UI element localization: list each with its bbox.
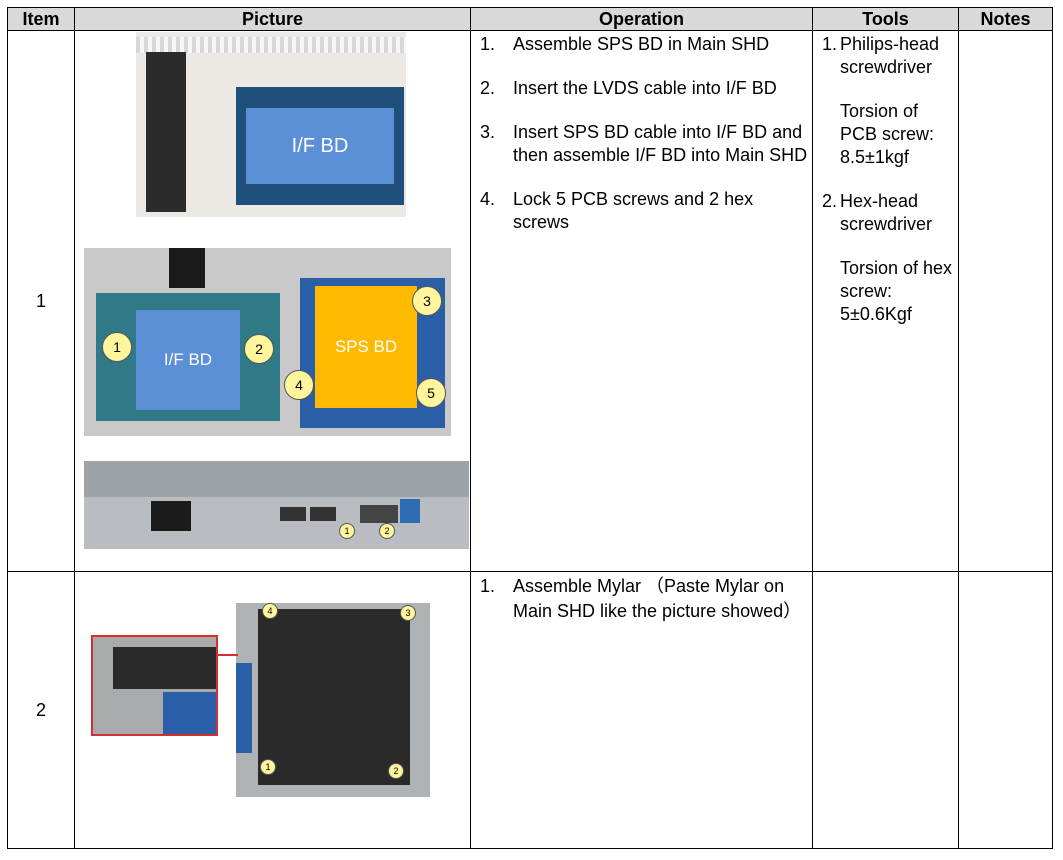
tool-item: 2.Hex-head screwdriver — [822, 191, 933, 234]
picture-cell: I/F BD I/F BD SPS BD 1 2 3 4 5 — [74, 30, 471, 572]
header-operation: Operation — [470, 7, 813, 31]
tool-torsion-spec: Torsion of PCB screw: 8.5±1kgf — [840, 101, 935, 167]
operation-step: 3.Insert SPS BD cable into I/F BD and th… — [480, 122, 808, 165]
notes-cell — [958, 30, 1053, 572]
tools-cell — [812, 571, 959, 849]
table-row: 1 I/F BD I/F BD SPS BD 1 2 — [7, 30, 1053, 572]
detail-pointer-line — [216, 654, 238, 656]
header-tools: Tools — [812, 7, 959, 31]
mylar-corner-callout: 2 — [388, 763, 404, 779]
item-number: 1 — [7, 30, 75, 572]
operation-cell: 1.Assemble SPS BD in Main SHD 2.Insert t… — [470, 30, 813, 572]
assembly-table: Item Picture Operation Tools Notes 1 I/F… — [7, 7, 1053, 849]
item-number: 2 — [7, 571, 75, 849]
tool-torsion-spec: Torsion of hex screw: 5±0.6Kgf — [840, 258, 953, 324]
tools-cell: 1.Philips-head screwdriver Torsion of PC… — [812, 30, 959, 572]
if-bd-board-label: I/F BD — [136, 310, 240, 410]
mylar-corner-callout: 1 — [260, 759, 276, 775]
photo-boards-in-shield: I/F BD SPS BD 1 2 3 4 5 — [84, 248, 451, 436]
if-bd-label: I/F BD — [246, 108, 394, 184]
photo-rear-io: 1 2 — [84, 461, 469, 549]
table-row: 2 4 3 1 2 1.Assemble Mylar （Pas — [7, 571, 1053, 849]
sps-bd-board-label: SPS BD — [315, 286, 417, 408]
header-notes: Notes — [958, 7, 1053, 31]
screw-callout: 5 — [416, 378, 446, 408]
mylar-corner-callout: 3 — [400, 605, 416, 621]
screw-callout: 3 — [412, 286, 442, 316]
operation-step: 1.Assemble Mylar （Paste Mylar on Main SH… — [480, 576, 802, 621]
screw-callout: 1 — [102, 332, 132, 362]
operation-cell: 1.Assemble Mylar （Paste Mylar on Main SH… — [470, 571, 813, 849]
screw-callout: 4 — [284, 370, 314, 400]
hex-screw-callout: 1 — [339, 523, 355, 539]
photo-mylar-detail — [91, 635, 218, 736]
header-picture: Picture — [74, 7, 471, 31]
operation-list: 1.Assemble SPS BD in Main SHD 2.Insert t… — [471, 33, 812, 234]
notes-cell — [958, 571, 1053, 849]
tool-item: 1.Philips-head screwdriver — [822, 34, 940, 77]
operation-step: 2.Insert the LVDS cable into I/F BD — [480, 78, 777, 98]
header-item: Item — [7, 7, 75, 31]
operation-step: 1.Assemble SPS BD in Main SHD — [480, 34, 770, 54]
screw-callout: 2 — [244, 334, 274, 364]
picture-cell: 4 3 1 2 — [74, 571, 471, 849]
operation-step: 4.Lock 5 PCB screws and 2 hex screws — [480, 189, 754, 232]
operation-list: 1.Assemble Mylar （Paste Mylar on Main SH… — [471, 574, 812, 624]
mylar-corner-callout: 4 — [262, 603, 278, 619]
header-row: Item Picture Operation Tools Notes — [7, 7, 1053, 31]
hex-screw-callout: 2 — [379, 523, 395, 539]
photo-mylar-sheet: 4 3 1 2 — [236, 603, 430, 797]
photo-if-board: I/F BD — [136, 32, 406, 217]
